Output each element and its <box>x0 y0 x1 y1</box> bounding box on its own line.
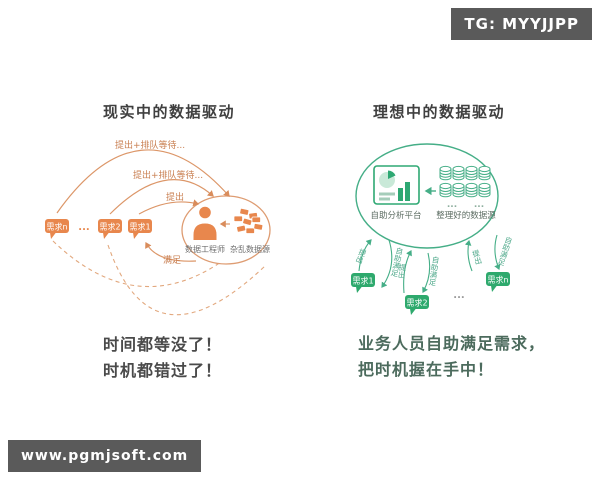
waiting-dashed-arc <box>107 244 266 316</box>
satisfy-label: 自助满足 <box>427 254 441 287</box>
svg-text:需求2: 需求2 <box>406 298 427 308</box>
satisfy-label: 自助满足 <box>496 234 515 268</box>
waiting-dashed-arc <box>52 240 222 288</box>
submit-arrow-2 <box>403 250 412 294</box>
arc-label-middle: 提出+排队等待... <box>133 169 203 181</box>
db-dots: ... <box>474 200 484 210</box>
right-caption-line2: 把时机握在手中！ <box>358 360 495 379</box>
submit-label: 提出 <box>353 246 368 266</box>
left-caption-line1: 时间都等没了！ <box>103 335 223 354</box>
svg-text:需求1: 需求1 <box>129 222 150 232</box>
right-caption-line1: 业务人员自助满足需求， <box>358 334 546 353</box>
right-diagram: 自助分析平台 ... ... 整理好的数据源 <box>351 143 515 315</box>
satisfy-arrow-1 <box>381 239 393 288</box>
demand-bubble-1: 需求1 <box>128 219 152 239</box>
right-title: 理想中的数据驱动 <box>373 103 506 121</box>
dashboard-icon <box>373 165 420 205</box>
left-caption: 时间都等没了！ 时机都错过了！ <box>103 332 222 384</box>
arc-label-inner: 提出 <box>166 191 184 203</box>
svg-text:需求n: 需求n <box>46 222 67 232</box>
submit-arrow-1 <box>358 239 372 272</box>
satisfy-arrow-2 <box>422 252 431 293</box>
arc-label-return: 满足 <box>163 255 181 266</box>
submit-label: 提出 <box>470 247 483 266</box>
svg-text:需求2: 需求2 <box>99 222 120 232</box>
demand-bubble-n: 需求n <box>486 272 510 292</box>
submit-arrow-n <box>464 239 473 272</box>
website-watermark-badge: www.pgmjsoft.com <box>8 440 202 472</box>
demand-bubble-1: 需求1 <box>351 273 375 293</box>
left-diagram: 提出+排队等待... 提出+排队等待... 提出 满足 <box>45 139 271 316</box>
clean-source-label: 整理好的数据源 <box>436 210 496 221</box>
arc-label-outer: 提出+排队等待... <box>115 139 185 151</box>
request-arc-inner <box>138 199 200 215</box>
right-caption: 业务人员自助满足需求， 把时机握在手中！ <box>358 331 545 383</box>
svg-text:需求1: 需求1 <box>352 276 373 286</box>
left-caption-line2: 时机都错过了！ <box>103 361 223 380</box>
messy-source-label: 杂乱数据源 <box>230 244 270 254</box>
telegram-watermark-badge: TG: MYYJJPP <box>451 8 592 40</box>
request-arc-middle <box>109 179 214 215</box>
satisfy-arrow-n <box>494 234 501 271</box>
satisfy-arc <box>145 241 197 262</box>
demand-bubble-2: 需求2 <box>405 295 429 315</box>
engineer-icon <box>193 205 217 240</box>
demand-bubble-2: 需求2 <box>98 219 122 239</box>
platform-label: 自助分析平台 <box>370 210 421 221</box>
left-title: 现实中的数据驱动 <box>103 103 236 121</box>
messy-data-icon <box>233 208 264 234</box>
svg-text:需求n: 需求n <box>487 275 508 285</box>
request-arc-outer <box>56 149 230 214</box>
engineer-label: 数据工程师 <box>185 244 225 254</box>
ellipsis-dots: ... <box>453 290 464 301</box>
demand-bubble-n: 需求n <box>45 219 69 239</box>
submit-label: 提出 <box>397 262 408 280</box>
ellipsis-dots: ... <box>78 222 89 233</box>
db-dots: ... <box>447 200 457 210</box>
